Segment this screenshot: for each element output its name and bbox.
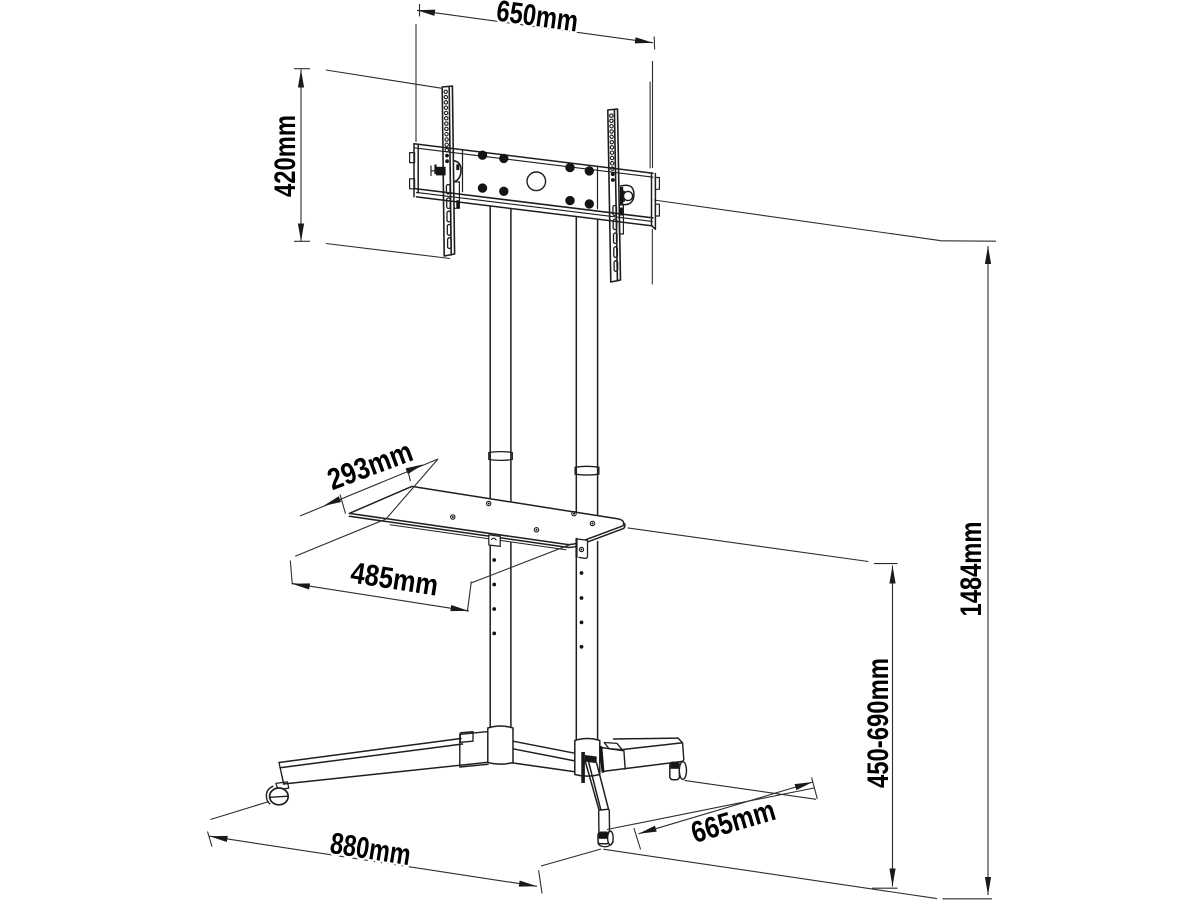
svg-text:420mm: 420mm — [269, 115, 302, 197]
svg-text:450-690mm: 450-690mm — [862, 658, 895, 788]
svg-text:1484mm: 1484mm — [955, 522, 988, 617]
